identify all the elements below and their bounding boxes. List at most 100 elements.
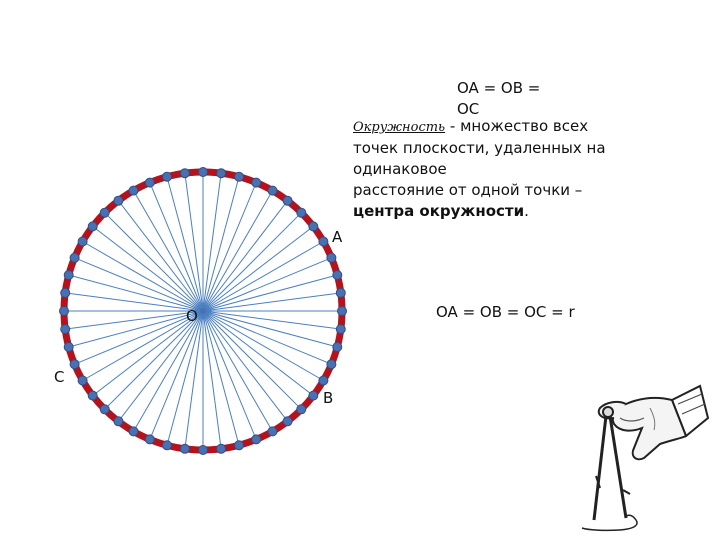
circle-point	[335, 324, 346, 335]
definition-period: .	[524, 202, 529, 220]
circle-point	[251, 434, 262, 445]
radius-spoke	[65, 292, 204, 312]
definition-text: - множество всех точек плоскости, удален…	[353, 117, 606, 178]
radius-spoke	[149, 182, 204, 312]
circle-point	[234, 171, 244, 182]
circle-point	[326, 252, 337, 263]
circle-point	[162, 171, 172, 182]
radius-spoke	[184, 173, 204, 312]
center-point	[200, 308, 206, 314]
circle-point	[128, 426, 139, 437]
circle-point	[318, 375, 329, 386]
circle-point	[63, 270, 74, 280]
radius-spoke	[166, 176, 204, 312]
circle-point	[216, 168, 227, 179]
circle-point	[296, 207, 307, 218]
circle-point	[282, 195, 293, 206]
circle-definition: Окружность - множество всех точек плоско…	[353, 116, 628, 222]
circle-point	[198, 167, 208, 177]
radius-spoke	[202, 176, 240, 312]
radius-spoke	[202, 310, 273, 432]
definition-center-phrase: центра окружности	[353, 202, 525, 220]
circle-point	[128, 185, 139, 196]
circle-point	[308, 390, 319, 401]
hand-with-compass-icon	[581, 384, 710, 532]
circle-point	[87, 221, 98, 232]
radius-spoke	[82, 310, 204, 381]
radius-spoke	[202, 226, 314, 312]
radius-spoke	[104, 212, 204, 312]
radius-spoke	[118, 310, 204, 422]
radius-spoke	[149, 310, 204, 440]
radius-spoke	[202, 310, 341, 330]
radius-spoke	[184, 310, 204, 449]
radius-spoke	[202, 310, 240, 446]
radius-spoke	[202, 200, 288, 312]
radius-spoke	[202, 292, 341, 312]
radius-spoke	[202, 257, 332, 312]
radius-spoke	[104, 310, 204, 410]
equal-radii-equation: OA = OB = OC	[457, 79, 541, 118]
circle-point	[308, 221, 319, 232]
radius-spoke	[92, 310, 204, 396]
radius-spoke	[68, 274, 204, 312]
circle-point	[60, 324, 71, 335]
radius-spoke	[118, 200, 204, 312]
circle-point	[113, 416, 124, 427]
circle-point	[332, 342, 343, 352]
circle-point	[179, 168, 190, 179]
circle-point	[198, 445, 208, 455]
radius-spoke	[68, 310, 204, 348]
radius-spoke	[74, 257, 204, 312]
radius-spoke	[202, 310, 257, 440]
circle-point	[216, 443, 227, 454]
radius-spoke	[202, 310, 222, 449]
radius-spoke	[202, 274, 338, 312]
radius-spokes	[64, 172, 342, 450]
center-label-o: O	[186, 307, 198, 325]
circle-point	[77, 375, 88, 386]
circle-point	[99, 207, 110, 218]
radius-spoke	[202, 182, 257, 312]
radius-spoke	[133, 310, 204, 432]
radius-spoke	[82, 241, 204, 312]
circle-point	[251, 177, 262, 188]
radius-spoke	[202, 310, 324, 381]
point-label-c: C	[54, 368, 65, 386]
radius-spoke	[202, 190, 273, 312]
circle-point	[318, 236, 329, 247]
circle-point	[144, 434, 155, 445]
circle-point	[267, 426, 278, 437]
circle-point	[234, 440, 244, 451]
circle-point	[77, 236, 88, 247]
circle-point	[87, 390, 98, 401]
radius-spoke	[202, 310, 332, 365]
radius-spoke	[202, 241, 324, 312]
circle-point	[296, 404, 307, 415]
circle-point	[337, 306, 347, 316]
point-label-b: B	[323, 389, 334, 407]
radius-spoke	[202, 173, 222, 312]
radius-spoke	[166, 310, 204, 446]
circle-point	[63, 342, 74, 352]
circle-point	[267, 185, 278, 196]
circle-point	[113, 195, 124, 206]
radius-spoke	[202, 212, 302, 312]
circle-point	[69, 359, 80, 370]
circle-point	[179, 443, 190, 454]
radius-spoke	[202, 310, 288, 422]
circle-point	[69, 252, 80, 263]
radius-spoke	[202, 310, 302, 410]
circle-point	[282, 416, 293, 427]
radius-spoke	[133, 190, 204, 312]
radius-spoke	[65, 310, 204, 330]
definition-text-line2: расстояние от одной точки –	[353, 181, 583, 199]
circle-point	[60, 287, 71, 298]
radius-spoke	[202, 310, 314, 396]
circle-point	[326, 359, 337, 370]
definition-term: Окружность	[353, 120, 446, 135]
radius-spoke	[92, 226, 204, 312]
point-label-a: A	[332, 228, 343, 246]
circle-points	[59, 167, 347, 455]
